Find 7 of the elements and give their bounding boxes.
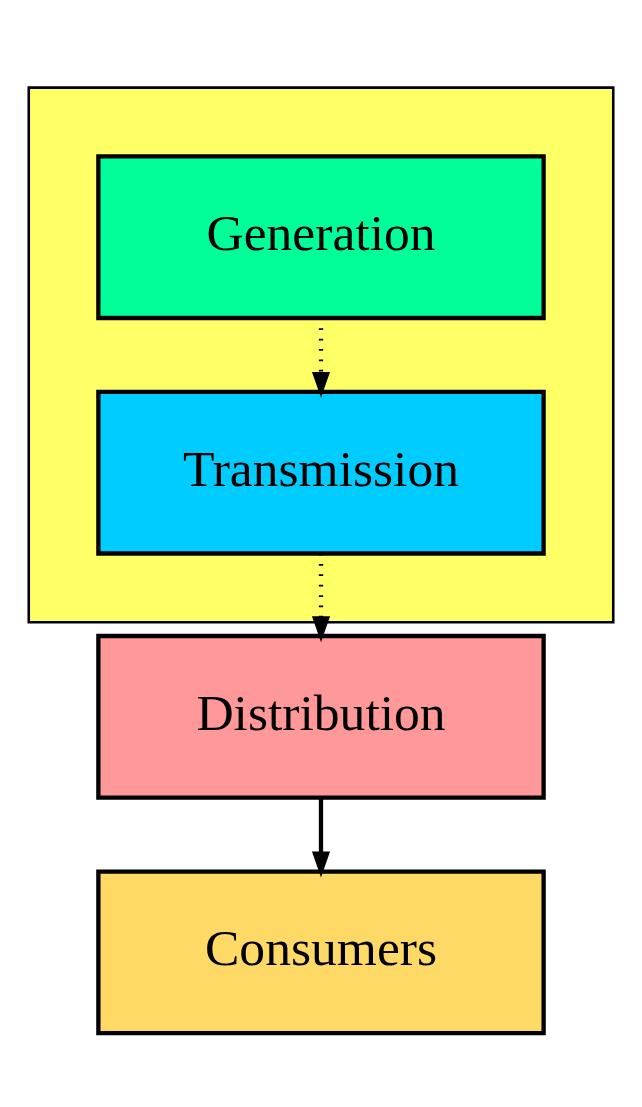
node-box: Transmission: [96, 389, 546, 556]
arrow: [311, 553, 331, 643]
cluster: [27, 86, 615, 624]
node-box: Consumers: [96, 869, 546, 1036]
node-box: Distribution: [96, 633, 546, 800]
node-box: Generation: [96, 154, 546, 321]
arrow: [311, 797, 331, 878]
